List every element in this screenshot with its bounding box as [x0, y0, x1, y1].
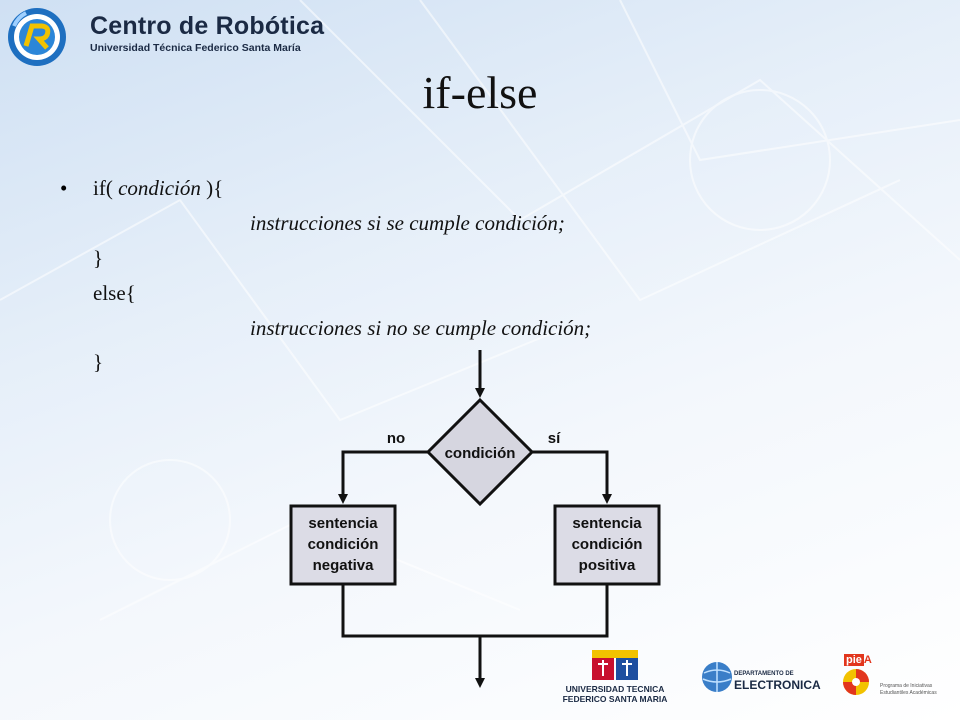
piea-line1: Programa de Iniciativas: [880, 683, 933, 689]
utfsm-logo-text: UNIVERSIDAD TECNICA FEDERICO SANTA MARIA: [560, 684, 670, 704]
no-label: no: [387, 430, 405, 447]
yes-label: sí: [548, 430, 561, 447]
code-line-close-if: }: [93, 246, 104, 270]
utfsm-crest-icon: [592, 650, 638, 680]
centro-robotica-logo: [8, 8, 66, 66]
yes-branch-line: [532, 450, 612, 504]
positive-box-line1: sentencia: [572, 515, 642, 532]
code-line-close-else: }: [93, 350, 104, 374]
piea-mark-pie: pie: [844, 654, 864, 666]
negative-box-line2: condición: [308, 536, 379, 553]
code-line-true-instructions: instrucciones si se cumple condición;: [250, 211, 565, 235]
piea-logo-text: Programa de Iniciativas Estudiantiles Ac…: [880, 683, 937, 697]
positive-box-line2: condición: [572, 536, 643, 553]
positive-box-line3: positiva: [579, 557, 636, 574]
code-line-false-instructions: instrucciones si no se cumple condición;: [250, 316, 592, 340]
code-if-prefix: if(: [93, 176, 119, 200]
slide-title: if-else: [422, 67, 538, 118]
bullet-dot: •: [60, 176, 68, 200]
utfsm-line2: FEDERICO SANTA MARIA: [562, 694, 668, 704]
negative-statement-box: [289, 504, 397, 586]
brand-subtitle: Universidad Técnica Federico Santa María: [90, 42, 301, 54]
no-branch-line: [338, 450, 428, 504]
electronica-globe-icon: [702, 662, 732, 692]
utfsm-line1: UNIVERSIDAD TECNICA: [565, 684, 665, 694]
brand-title: Centro de Robótica: [90, 12, 325, 40]
piea-emblem-icon: [843, 669, 869, 695]
negative-box-line1: sentencia: [308, 515, 378, 532]
if-else-flowchart: condición no sí sentencia condición nega…: [289, 350, 661, 688]
negative-box-line3: negativa: [313, 557, 375, 574]
decision-diamond: [425, 397, 535, 507]
piea-line2: Estudiantiles Académicas: [880, 690, 937, 696]
piea-mark-a: A: [863, 654, 872, 666]
code-line-if: if( condición ){: [93, 176, 223, 201]
merge-line: [341, 584, 609, 638]
depto-line1: DEPARTAMENTO DE: [734, 671, 794, 677]
code-if-suffix: ){: [200, 176, 224, 200]
code-if-condition: condición: [118, 176, 201, 200]
depto-line2: ELECTRONICA: [734, 678, 821, 692]
decision-label: condición: [445, 445, 516, 462]
code-line-else: else{: [93, 281, 136, 305]
positive-statement-box: [553, 504, 661, 586]
